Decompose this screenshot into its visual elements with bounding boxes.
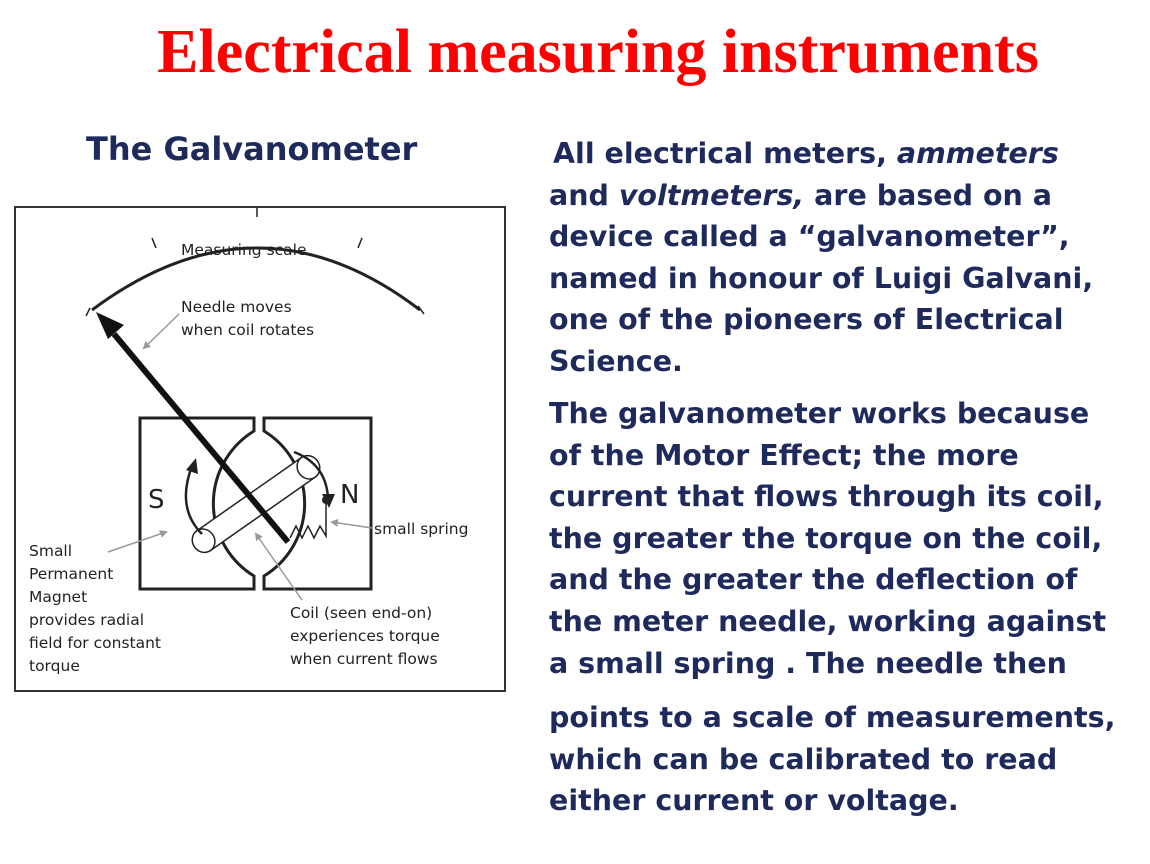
section-heading: The Galvanometer [86, 130, 418, 168]
motor-line-2: of the Motor Effect; the more [549, 438, 1019, 472]
scale-line-2: which can be calibrated to read [549, 742, 1058, 776]
magnet-north [262, 416, 373, 591]
rotation-arrow-right [293, 450, 330, 499]
motor-line-1: The galvanometer works because [549, 397, 1090, 430]
magnet-label-line4: provides radial [29, 611, 144, 629]
intro-line-5: one of the pioneers of Electrical [549, 303, 1064, 337]
pole-s-label: S [148, 485, 165, 515]
scale-tick [417, 305, 425, 315]
scale-tick [151, 237, 157, 249]
measuring-scale-label: Measuring scale [181, 241, 307, 259]
needle-label-line1: Needle moves [181, 298, 292, 316]
rotation-arrow-left-head [186, 458, 198, 474]
magnet-south [138, 416, 256, 591]
scale-arc [91, 246, 421, 312]
needle-tip [96, 312, 124, 339]
scale-tick [357, 237, 363, 249]
needle-label-line2: when coil rotates [181, 321, 314, 339]
magnet-label-line2: Permanent [29, 565, 113, 583]
spring-pointer-arrow [330, 518, 373, 529]
spring-anchor [322, 496, 330, 504]
magnet-pointer-arrow [107, 530, 168, 553]
pole-n-label: N [340, 480, 359, 510]
motor-line-7: a small spring . The needle then [549, 646, 1067, 680]
coil-label-line2: experiences torque [290, 627, 440, 645]
needle [111, 332, 291, 544]
slide-title: Electrical measuring instruments [157, 18, 1039, 86]
motor-line-3: current that flows through its coil, [549, 480, 1104, 514]
galvanometer-diagram: Measuring scale Needle moves when coil r… [14, 206, 506, 692]
magnet-label-line1: Small [29, 542, 72, 560]
spring-label: small spring [374, 520, 468, 538]
intro-paragraph: All electrical meters, ammeters and volt… [549, 133, 1093, 383]
intro-line-4: named in honour of Luigi Galvani, [549, 261, 1094, 295]
scale-line-3: either current or voltage. [549, 784, 959, 818]
coil-pointer-arrow [254, 532, 303, 601]
motor-line-6: the meter needle, working against [549, 604, 1107, 638]
galvanometer-drawing: Measuring scale Needle moves when coil r… [29, 208, 468, 675]
coil-label-line1: Coil (seen end-on) [290, 604, 432, 622]
magnet-label-line3: Magnet [29, 588, 87, 606]
scale-tick [85, 307, 91, 317]
intro-line-2: and voltmeters, are based on a [549, 178, 1052, 212]
magnet-label-line5: field for constant [29, 634, 161, 652]
magnet-label-line6: torque [29, 657, 80, 675]
scale-paragraph: points to a scale of measurements, which… [549, 697, 1115, 822]
intro-line-1: All electrical meters, ammeters [553, 137, 1059, 170]
intro-line-6: Science. [549, 344, 683, 378]
spring [289, 500, 327, 540]
coil-label-line3: when current flows [290, 650, 438, 668]
rotation-arrow-left [184, 465, 203, 535]
needle-pointer-arrow [142, 313, 180, 350]
motor-effect-paragraph: The galvanometer works because of the Mo… [549, 393, 1106, 684]
scale-line-1: points to a scale of measurements, [549, 701, 1116, 734]
motor-line-4: the greater the torque on the coil, [549, 521, 1103, 555]
intro-line-3: device called a “galvanometer”, [549, 220, 1070, 254]
motor-line-5: and the greater the deflection of [549, 563, 1078, 597]
